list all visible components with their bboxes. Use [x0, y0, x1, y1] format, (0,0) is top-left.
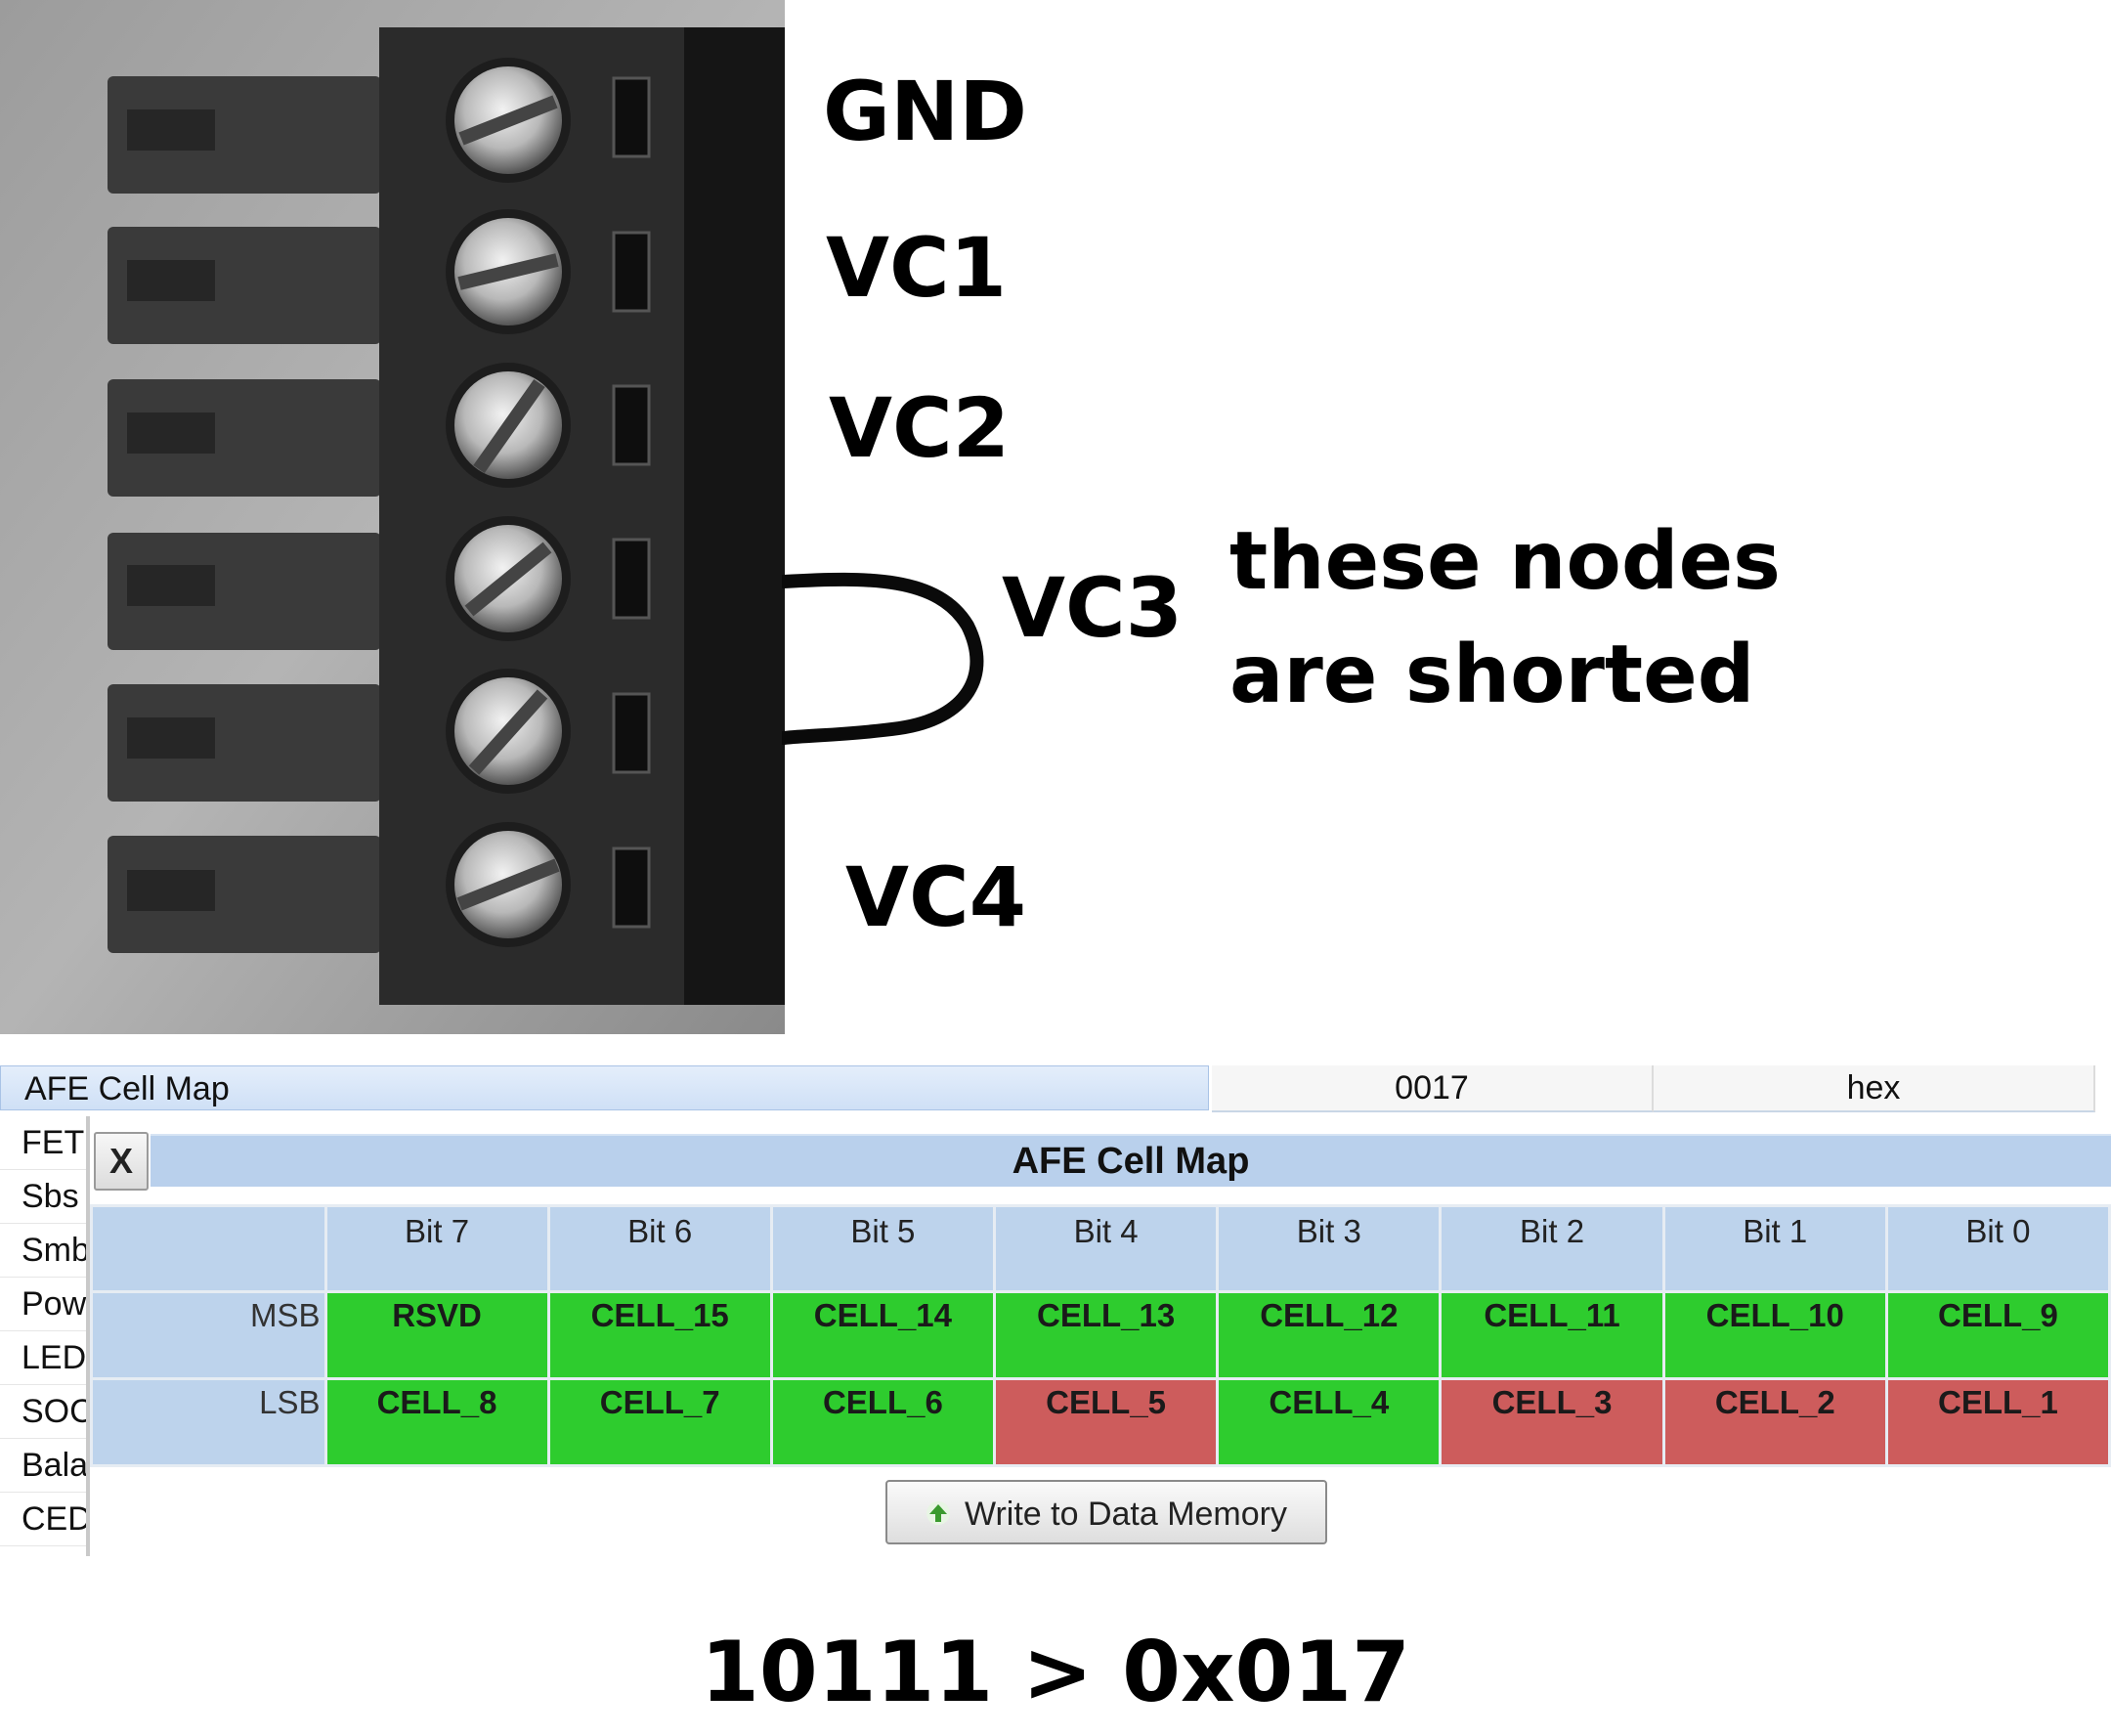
register-name[interactable]: AFE Cell Map [0, 1065, 1209, 1110]
pin-label-gnd: GND [823, 64, 1027, 159]
bit-toggle[interactable]: CELL_12 [1216, 1290, 1443, 1380]
jumper-wire [782, 572, 984, 745]
conversion-equation: 10111 > 0x017 [701, 1624, 1410, 1721]
pin-label-vc1: VC1 [826, 220, 1008, 316]
annotation-line-2: are shorted [1229, 629, 1755, 721]
row-label-msb: MSB [90, 1290, 327, 1380]
bit-toggle[interactable]: CELL_14 [769, 1290, 997, 1380]
bit-toggle[interactable]: CELL_8 [323, 1377, 550, 1467]
bit-toggle[interactable]: CELL_1 [1884, 1377, 2111, 1467]
register-list-item[interactable]: SOC [0, 1385, 88, 1439]
bit-header: Bit 5 [769, 1204, 997, 1293]
register-format[interactable]: hex [1654, 1065, 2095, 1112]
msb-row: MSB RSVD CELL_15 CELL_14 CELL_13 CELL_12… [90, 1290, 2111, 1380]
register-list-item[interactable]: Smb [0, 1224, 88, 1278]
close-button[interactable]: X [94, 1132, 149, 1191]
bit-header: Bit 7 [323, 1204, 550, 1293]
pin-label-vc4: VC4 [845, 849, 1027, 945]
bit-header: Bit 0 [1884, 1204, 2111, 1293]
bit-header: Bit 6 [546, 1204, 773, 1293]
write-button-label: Write to Data Memory [964, 1496, 1287, 1533]
grid-corner [90, 1204, 327, 1293]
bit-header: Bit 1 [1661, 1204, 1888, 1293]
register-list-item[interactable]: Pow [0, 1278, 88, 1331]
bit-header: Bit 4 [992, 1204, 1220, 1293]
bit-toggle[interactable]: CELL_13 [992, 1290, 1220, 1380]
bit-toggle[interactable]: CELL_15 [546, 1290, 773, 1380]
bit-toggle[interactable]: CELL_5 [992, 1377, 1220, 1467]
bit-header: Bit 3 [1216, 1204, 1443, 1293]
bit-toggle[interactable]: CELL_7 [546, 1377, 773, 1467]
register-list-item[interactable]: FET [0, 1116, 88, 1170]
bit-toggle[interactable]: CELL_4 [1216, 1377, 1443, 1467]
register-value[interactable]: 0017 [1212, 1065, 1654, 1112]
afe-cell-map-panel: AFE Cell Map 0017 hex FET Sbs Smb Pow LE… [0, 1058, 2111, 1556]
splitter[interactable] [86, 1116, 90, 1556]
write-to-data-memory-button[interactable]: Write to Data Memory [885, 1480, 1327, 1544]
register-list-item[interactable]: LED [0, 1331, 88, 1385]
register-list-item[interactable]: Sbs [0, 1170, 88, 1224]
lsb-row: LSB CELL_8 CELL_7 CELL_6 CELL_5 CELL_4 C… [90, 1377, 2111, 1467]
bit-toggle[interactable]: CELL_2 [1661, 1377, 1888, 1467]
pin-label-vc2: VC2 [829, 380, 1011, 476]
arrow-up-icon [926, 1501, 950, 1526]
bit-toggle[interactable]: CELL_3 [1439, 1377, 1665, 1467]
bit-header: Bit 2 [1439, 1204, 1665, 1293]
register-list: FET Sbs Smb Pow LED SOC Bala CED [0, 1116, 88, 1556]
row-label-lsb: LSB [90, 1377, 327, 1467]
annotation-line-1: these nodes [1229, 515, 1781, 608]
register-list-item[interactable]: CED [0, 1493, 88, 1546]
bit-toggle[interactable]: RSVD [323, 1290, 550, 1380]
terminal-block-photo [0, 0, 785, 1034]
bit-header-row: Bit 7 Bit 6 Bit 5 Bit 4 Bit 3 Bit 2 Bit … [90, 1204, 2111, 1293]
pin-label-vc3: VC3 [1002, 560, 1184, 656]
bit-toggle[interactable]: CELL_6 [769, 1377, 997, 1467]
bit-toggle[interactable]: CELL_11 [1439, 1290, 1665, 1380]
register-list-item[interactable]: Bala [0, 1439, 88, 1493]
register-row[interactable]: AFE Cell Map 0017 hex [0, 1065, 2111, 1112]
bit-toggle[interactable]: CELL_10 [1661, 1290, 1888, 1380]
bit-toggle[interactable]: CELL_9 [1884, 1290, 2111, 1380]
cell-map-title: AFE Cell Map [151, 1134, 2111, 1187]
cell-map-grid: Bit 7 Bit 6 Bit 5 Bit 4 Bit 3 Bit 2 Bit … [90, 1204, 2111, 1467]
